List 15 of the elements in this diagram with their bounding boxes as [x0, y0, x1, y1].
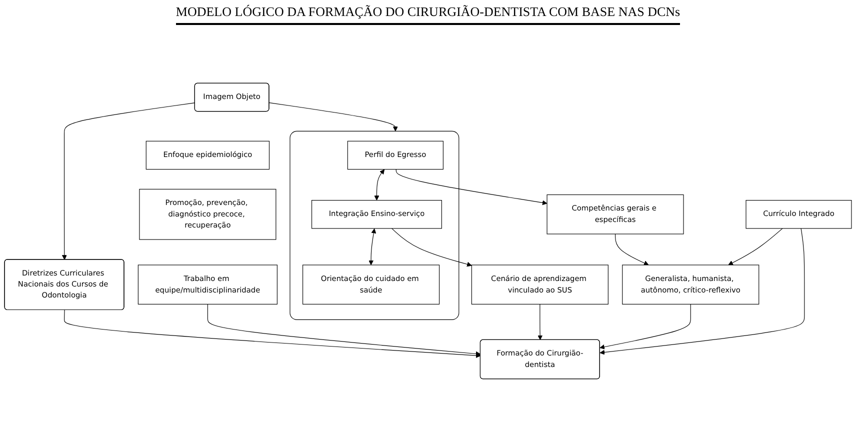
arrow [374, 169, 385, 201]
arrow [615, 234, 649, 266]
arrow [268, 102, 398, 132]
arrow [392, 228, 472, 267]
arrow [600, 228, 805, 355]
arrow [64, 310, 481, 358]
arrow [368, 228, 376, 266]
arrow [207, 304, 481, 356]
arrow [396, 169, 548, 206]
diagram-title: MODELO LÓGICO DA FORMAÇÃO DO CIRURGIÃO-DENTISTA COM BASE NAS DCNs [176, 4, 680, 25]
arrow [728, 228, 783, 266]
arrow [62, 102, 196, 260]
arrow [600, 304, 691, 350]
cluster [290, 130, 460, 320]
arrow [538, 304, 543, 340]
